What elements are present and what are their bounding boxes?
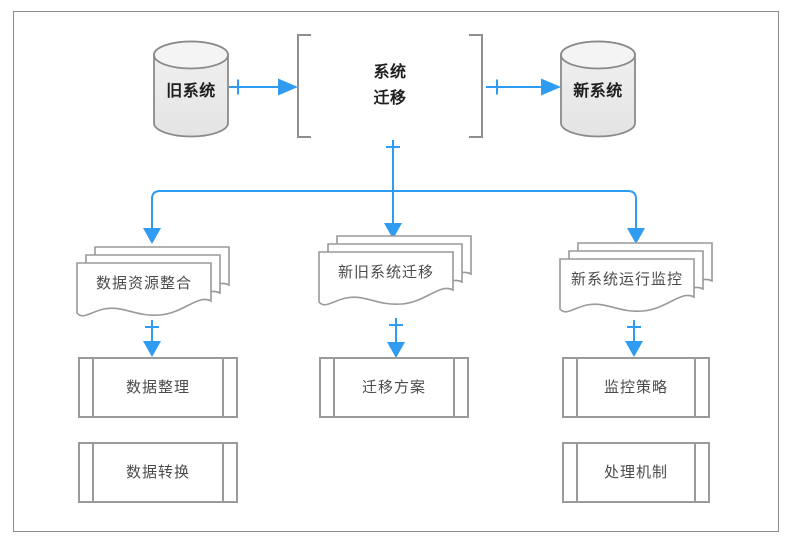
old-system-label: 旧系统: [166, 83, 216, 100]
node-system-migration-doc[interactable]: 新旧系统迁移: [318, 235, 472, 310]
database-cylinder-shape: [560, 40, 636, 138]
new-system-label: 新系统: [573, 83, 623, 100]
predefined-process-sideline: [222, 359, 224, 416]
monitoring-doc-label: 新系统运行监控: [570, 271, 683, 288]
multi-document-shape: [76, 246, 230, 317]
data-conversion-label: 数据转换: [125, 463, 190, 481]
monitor-strategy-label: 监控策略: [603, 378, 668, 396]
data-cleanup-label: 数据整理: [125, 378, 190, 396]
predefined-process-sideline: [92, 359, 94, 416]
diagram-border: [13, 11, 779, 532]
predefined-process-sideline: [576, 444, 578, 501]
node-monitor-strategy[interactable]: 监控策略: [562, 357, 710, 418]
node-data-conversion[interactable]: 数据转换: [78, 442, 238, 503]
system-migration-doc-label: 新旧系统迁移: [337, 264, 434, 281]
node-data-integration-doc[interactable]: 数据资源整合: [76, 246, 230, 321]
predefined-process-sideline: [333, 359, 335, 416]
predefined-process-sideline: [576, 359, 578, 416]
data-integration-doc-label: 数据资源整合: [95, 275, 192, 292]
handling-mechanism-label: 处理机制: [603, 463, 668, 481]
multi-document-shape: [559, 242, 713, 313]
system-migration-label: 系统 迁移: [373, 64, 407, 107]
node-data-cleanup[interactable]: 数据整理: [78, 357, 238, 418]
predefined-process-sideline: [694, 359, 696, 416]
database-cylinder-shape: [153, 40, 229, 138]
node-old-system[interactable]: 旧系统: [153, 40, 229, 138]
predefined-process-sideline: [694, 444, 696, 501]
node-new-system[interactable]: 新系统: [560, 40, 636, 138]
node-handling-mechanism[interactable]: 处理机制: [562, 442, 710, 503]
predefined-process-sideline: [222, 444, 224, 501]
multi-document-shape: [318, 235, 472, 306]
predefined-process-sideline: [453, 359, 455, 416]
predefined-process-sideline: [92, 444, 94, 501]
node-migration-plan[interactable]: 迁移方案: [319, 357, 469, 418]
node-system-migration[interactable]: 系统 迁移: [297, 34, 483, 138]
node-monitoring-doc[interactable]: 新系统运行监控: [559, 242, 713, 317]
bracket-shape: [297, 34, 483, 138]
migration-plan-label: 迁移方案: [361, 378, 426, 396]
